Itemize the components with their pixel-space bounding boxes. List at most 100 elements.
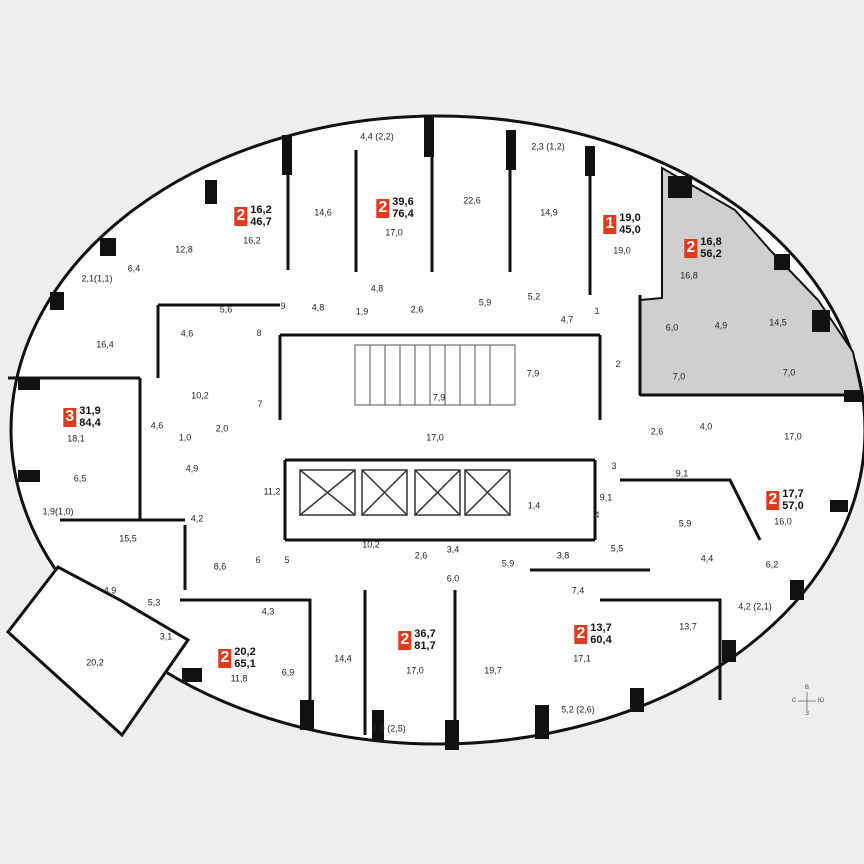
room-area: 3,4 bbox=[446, 544, 460, 555]
section-number: 8 bbox=[256, 328, 262, 338]
living-area: 19,0 bbox=[619, 212, 641, 224]
section-number: 7 bbox=[257, 399, 263, 409]
room-area: 17,0 bbox=[784, 431, 802, 442]
total-area: 81,7 bbox=[414, 640, 436, 652]
section-number: 9 bbox=[280, 301, 286, 311]
compass-south: З bbox=[805, 711, 809, 717]
room-area: 5,5 bbox=[610, 543, 624, 554]
room-area: 4,0 bbox=[699, 421, 713, 432]
room-area: 15,5 bbox=[119, 533, 137, 544]
room-count: 2 bbox=[684, 238, 698, 258]
room-area: 20,2 bbox=[86, 657, 104, 668]
room-area: 7,4 bbox=[571, 585, 585, 596]
room-area: 4,4 (2,2) bbox=[360, 131, 394, 142]
highlighted-apartment bbox=[639, 166, 864, 396]
room-area: 2,6 bbox=[650, 426, 664, 437]
room-area: 2,6 bbox=[414, 550, 428, 561]
room-area: 16,8 bbox=[680, 270, 698, 281]
total-area: 45,0 bbox=[619, 224, 641, 236]
room-area: 4,9 bbox=[714, 320, 728, 331]
room-count: 2 bbox=[376, 198, 390, 218]
floor-outline bbox=[9, 114, 864, 746]
room-area: 7,0 bbox=[782, 367, 796, 378]
room-area: 16,4 bbox=[96, 339, 114, 350]
room-count: 1 bbox=[603, 214, 617, 234]
room-area: 5,9 bbox=[678, 518, 692, 529]
room-area: 2,6 bbox=[410, 304, 424, 315]
room-area: 19,0 bbox=[613, 245, 631, 256]
room-area: 6,0 bbox=[446, 573, 460, 584]
room-area: 18,1 bbox=[67, 433, 85, 444]
stairwell bbox=[354, 344, 516, 406]
interior-walls bbox=[8, 120, 862, 740]
room-area: 5,2 bbox=[527, 291, 541, 302]
room-area: 2,3 (1,2) bbox=[531, 141, 565, 152]
room-area: 6,4 bbox=[127, 263, 141, 274]
elevators bbox=[299, 469, 511, 516]
room-area: 17,1 bbox=[573, 653, 591, 664]
living-area: 31,9 bbox=[79, 405, 101, 417]
room-count: 3 bbox=[63, 407, 77, 427]
section-number: 5 bbox=[284, 555, 290, 565]
total-area: 56,2 bbox=[700, 248, 722, 260]
room-area: 8,6 bbox=[213, 561, 227, 572]
room-area: 5,9 bbox=[478, 297, 492, 308]
total-area: 57,0 bbox=[782, 500, 804, 512]
room-area: 4,8 bbox=[311, 302, 325, 313]
room-area: 10,2 bbox=[362, 539, 380, 550]
room-area: 19,7 bbox=[484, 665, 502, 676]
room-area: 4,8 bbox=[370, 283, 384, 294]
compass-rose: В С Ю З bbox=[792, 685, 825, 717]
room-area: 16,2 bbox=[243, 235, 261, 246]
room-area: 5,2 (2,6) bbox=[561, 704, 595, 715]
compass-north: В bbox=[804, 685, 810, 691]
room-area: 17,0 bbox=[426, 432, 444, 443]
room-area: 17,0 bbox=[385, 227, 403, 238]
room-count: 2 bbox=[398, 630, 412, 650]
room-area: 14,4 bbox=[334, 653, 352, 664]
room-count: 2 bbox=[574, 624, 588, 644]
living-area: 17,7 bbox=[782, 488, 804, 500]
annex-outline bbox=[5, 565, 191, 738]
room-area: 3,1 bbox=[159, 631, 173, 642]
room-count: 2 bbox=[218, 648, 232, 668]
facade-pillars bbox=[18, 117, 862, 750]
room-area: 10,2 bbox=[191, 390, 209, 401]
room-area: 9,1 bbox=[599, 492, 613, 503]
section-number: 6 bbox=[255, 555, 261, 565]
living-area: 36,7 bbox=[414, 628, 436, 640]
room-area: 1,9 bbox=[355, 306, 369, 317]
section-number: 3 bbox=[611, 461, 617, 471]
room-area: 7,9 bbox=[432, 392, 446, 403]
compass-east: Ю bbox=[817, 698, 825, 704]
room-area: 6,2 bbox=[765, 559, 779, 570]
total-area: 76,4 bbox=[392, 208, 414, 220]
room-area: 4,6 bbox=[150, 420, 164, 431]
total-area: 46,7 bbox=[250, 216, 272, 228]
room-area: 4,4 bbox=[700, 553, 714, 564]
room-area: 16,0 bbox=[774, 516, 792, 527]
room-area: 14,5 bbox=[769, 317, 787, 328]
room-area: 2,0 bbox=[215, 423, 229, 434]
total-area: 65,1 bbox=[234, 658, 256, 670]
room-area: 6,5 bbox=[73, 473, 87, 484]
room-area: 22,6 bbox=[463, 195, 481, 206]
section-number: 1 bbox=[594, 306, 600, 316]
room-area: 1,4 bbox=[527, 500, 541, 511]
room-count: 2 bbox=[766, 490, 780, 510]
room-area: 5,9 bbox=[501, 558, 515, 569]
total-area: 60,4 bbox=[590, 634, 612, 646]
room-area: 11,2 bbox=[263, 486, 281, 497]
room-count: 2 bbox=[234, 206, 248, 226]
section-number: 2 bbox=[615, 359, 621, 369]
